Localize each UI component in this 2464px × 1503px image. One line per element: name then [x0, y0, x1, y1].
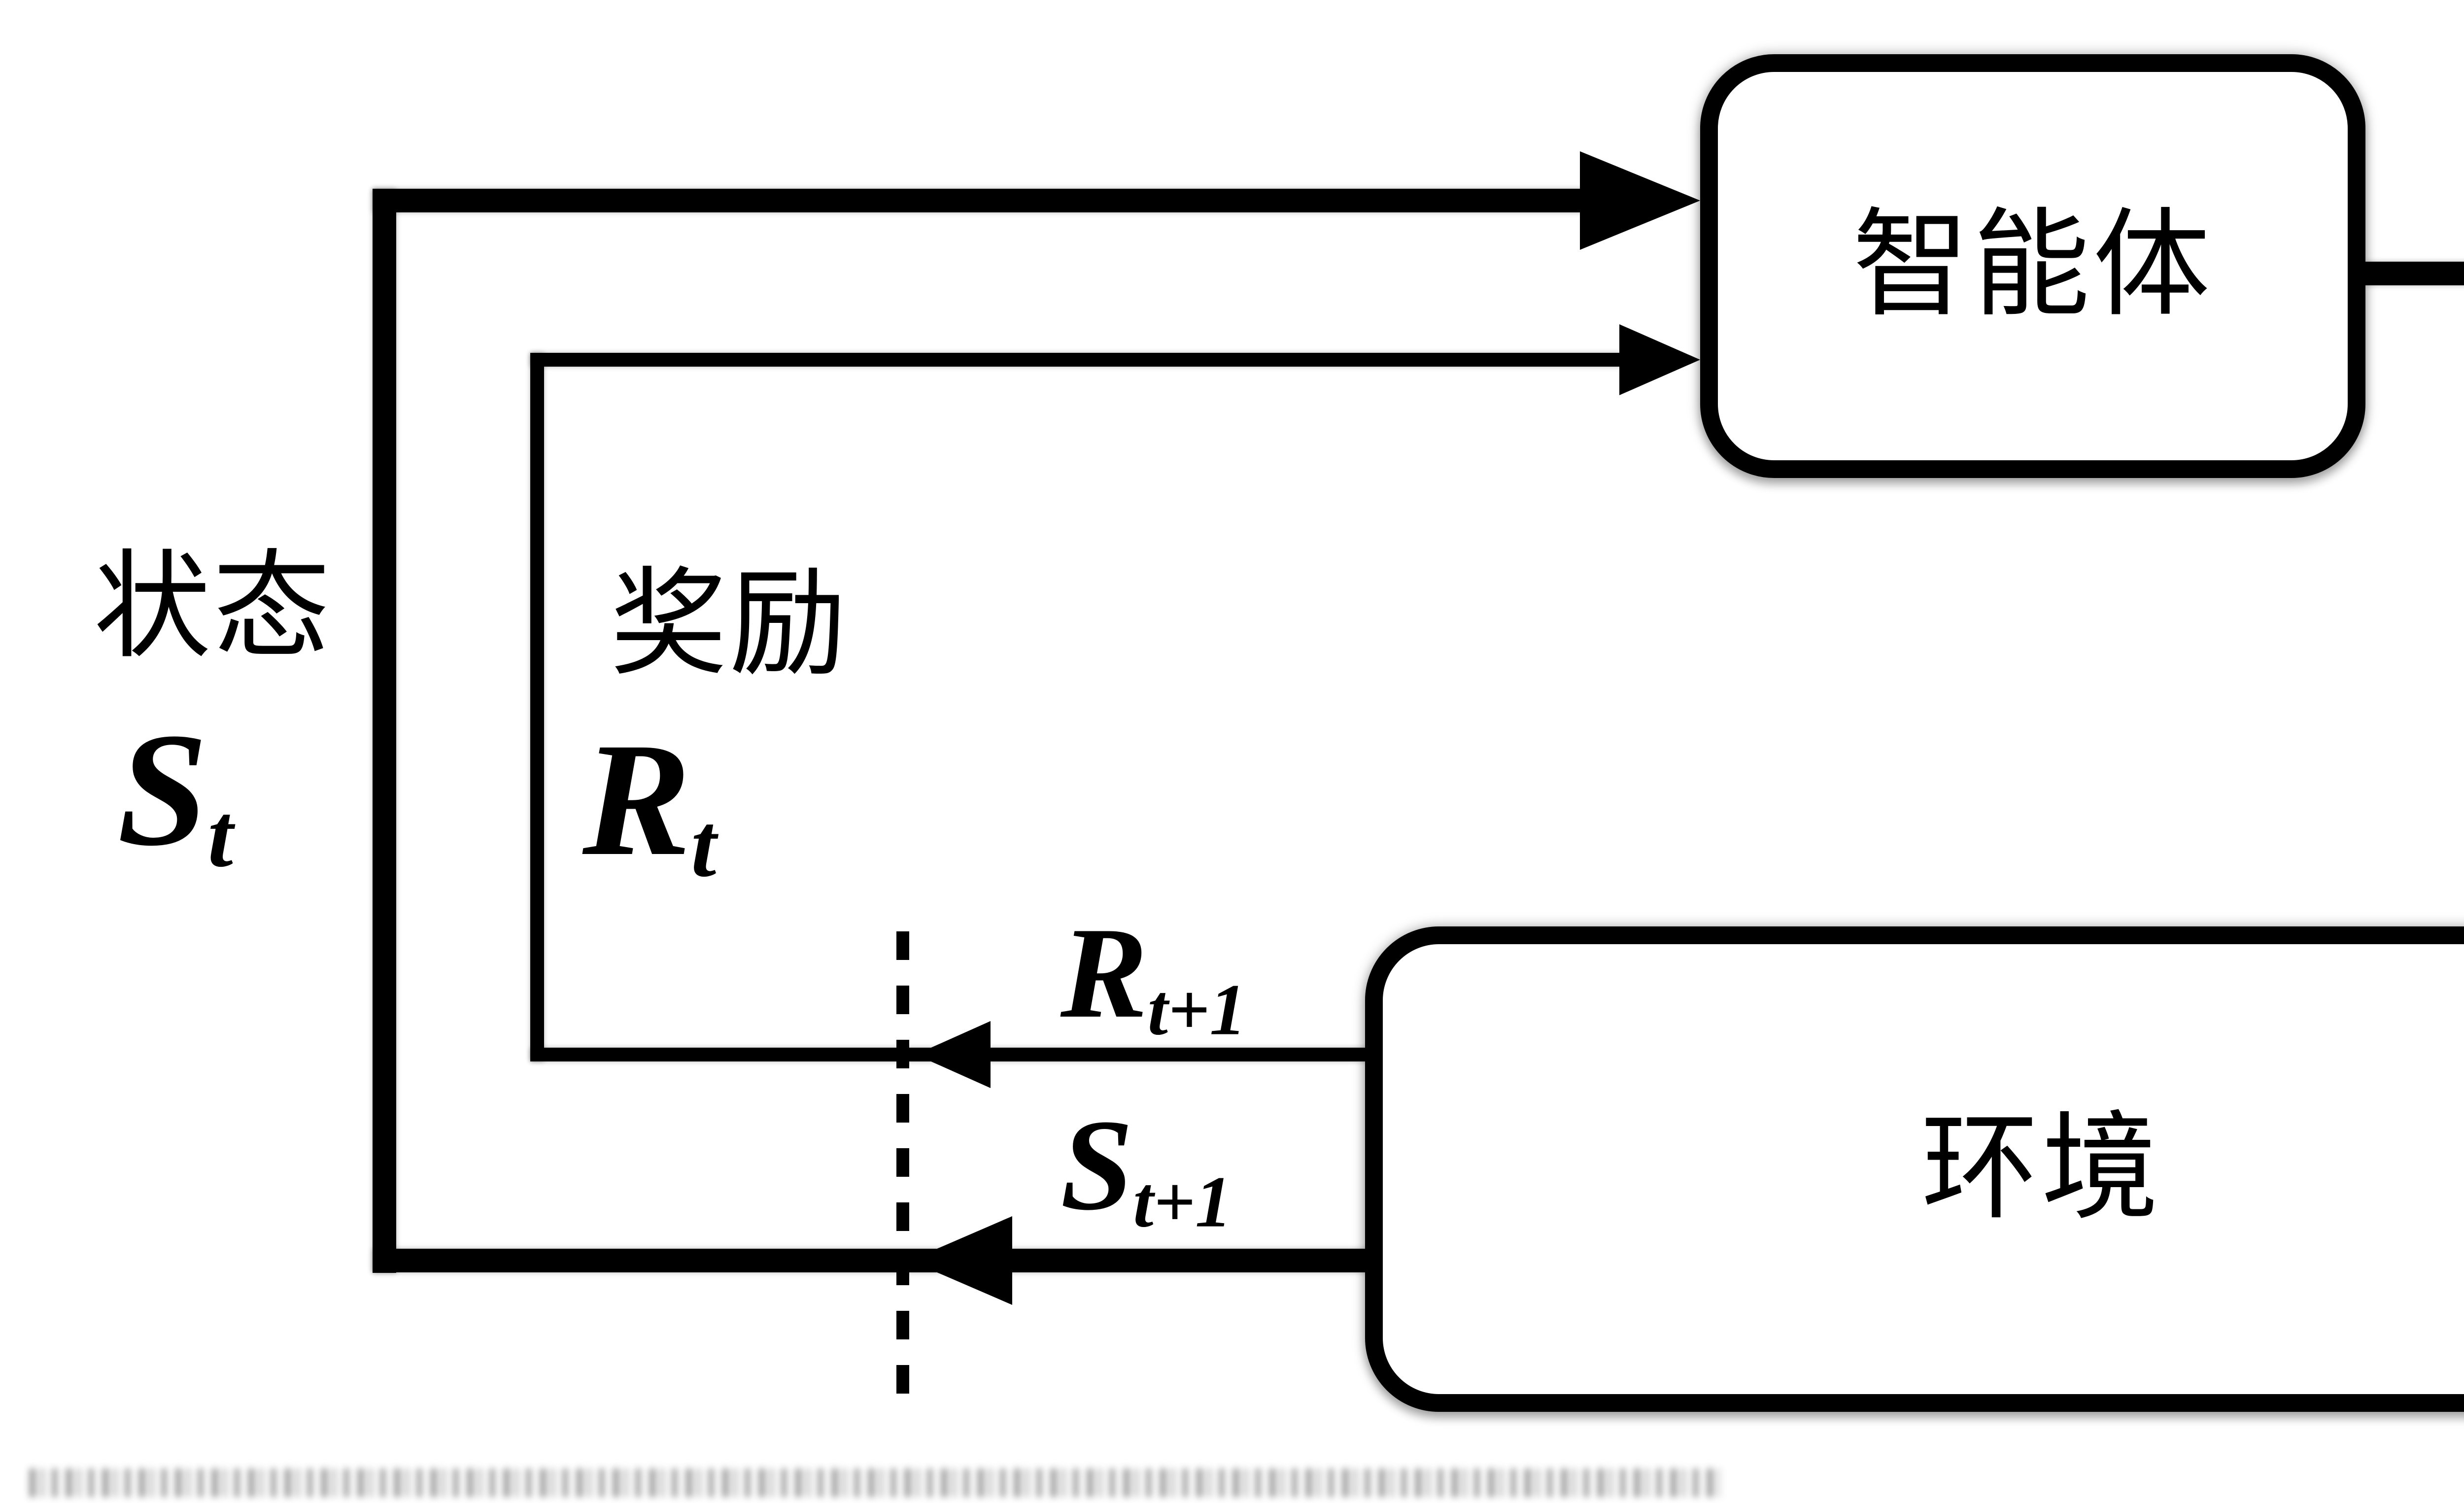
- state-line-vertical: [373, 189, 396, 1273]
- next-state-arrow-left-icon: [910, 1216, 1012, 1305]
- cutoff-caption-strip: [30, 1469, 1720, 1497]
- next-reward-symbol: Rt+1: [1061, 908, 1246, 1047]
- state-line-to-agent: [373, 189, 1590, 212]
- next-state-symbol: St+1: [1061, 1100, 1232, 1239]
- time-step-divider-dashed-line: [896, 931, 909, 1400]
- reward-symbol-subscript: t: [691, 794, 717, 896]
- reward-line-to-agent: [530, 353, 1624, 367]
- environment-label: 环境: [1921, 1104, 2162, 1234]
- next-reward-symbol-main: R: [1061, 901, 1148, 1045]
- agent-label: 智能体: [1852, 201, 2213, 331]
- agent-node: 智能体: [1700, 54, 2365, 478]
- reward-arrow-right-icon: [1619, 324, 1700, 395]
- reward-line-vertical: [530, 353, 544, 1061]
- state-symbol: St: [117, 709, 233, 881]
- state-arrow-right-icon: [1580, 151, 1700, 250]
- next-state-line-from-environment: [373, 1249, 1368, 1272]
- reward-symbol-main: R: [582, 710, 691, 889]
- next-state-symbol-main: S: [1061, 1093, 1133, 1237]
- state-symbol-subscript: t: [207, 785, 233, 886]
- next-reward-arrow-left-icon: [916, 1021, 991, 1088]
- next-state-symbol-subscript: t+1: [1133, 1161, 1232, 1243]
- action-line-from-agent: [2365, 262, 2464, 285]
- state-symbol-main: S: [117, 700, 208, 880]
- reward-word-label: 奖励: [610, 560, 849, 690]
- state-word-label: 状态: [94, 543, 332, 673]
- next-reward-symbol-subscript: t+1: [1147, 969, 1246, 1051]
- reward-symbol: Rt: [582, 718, 716, 891]
- environment-node: 环境: [1365, 926, 2464, 1412]
